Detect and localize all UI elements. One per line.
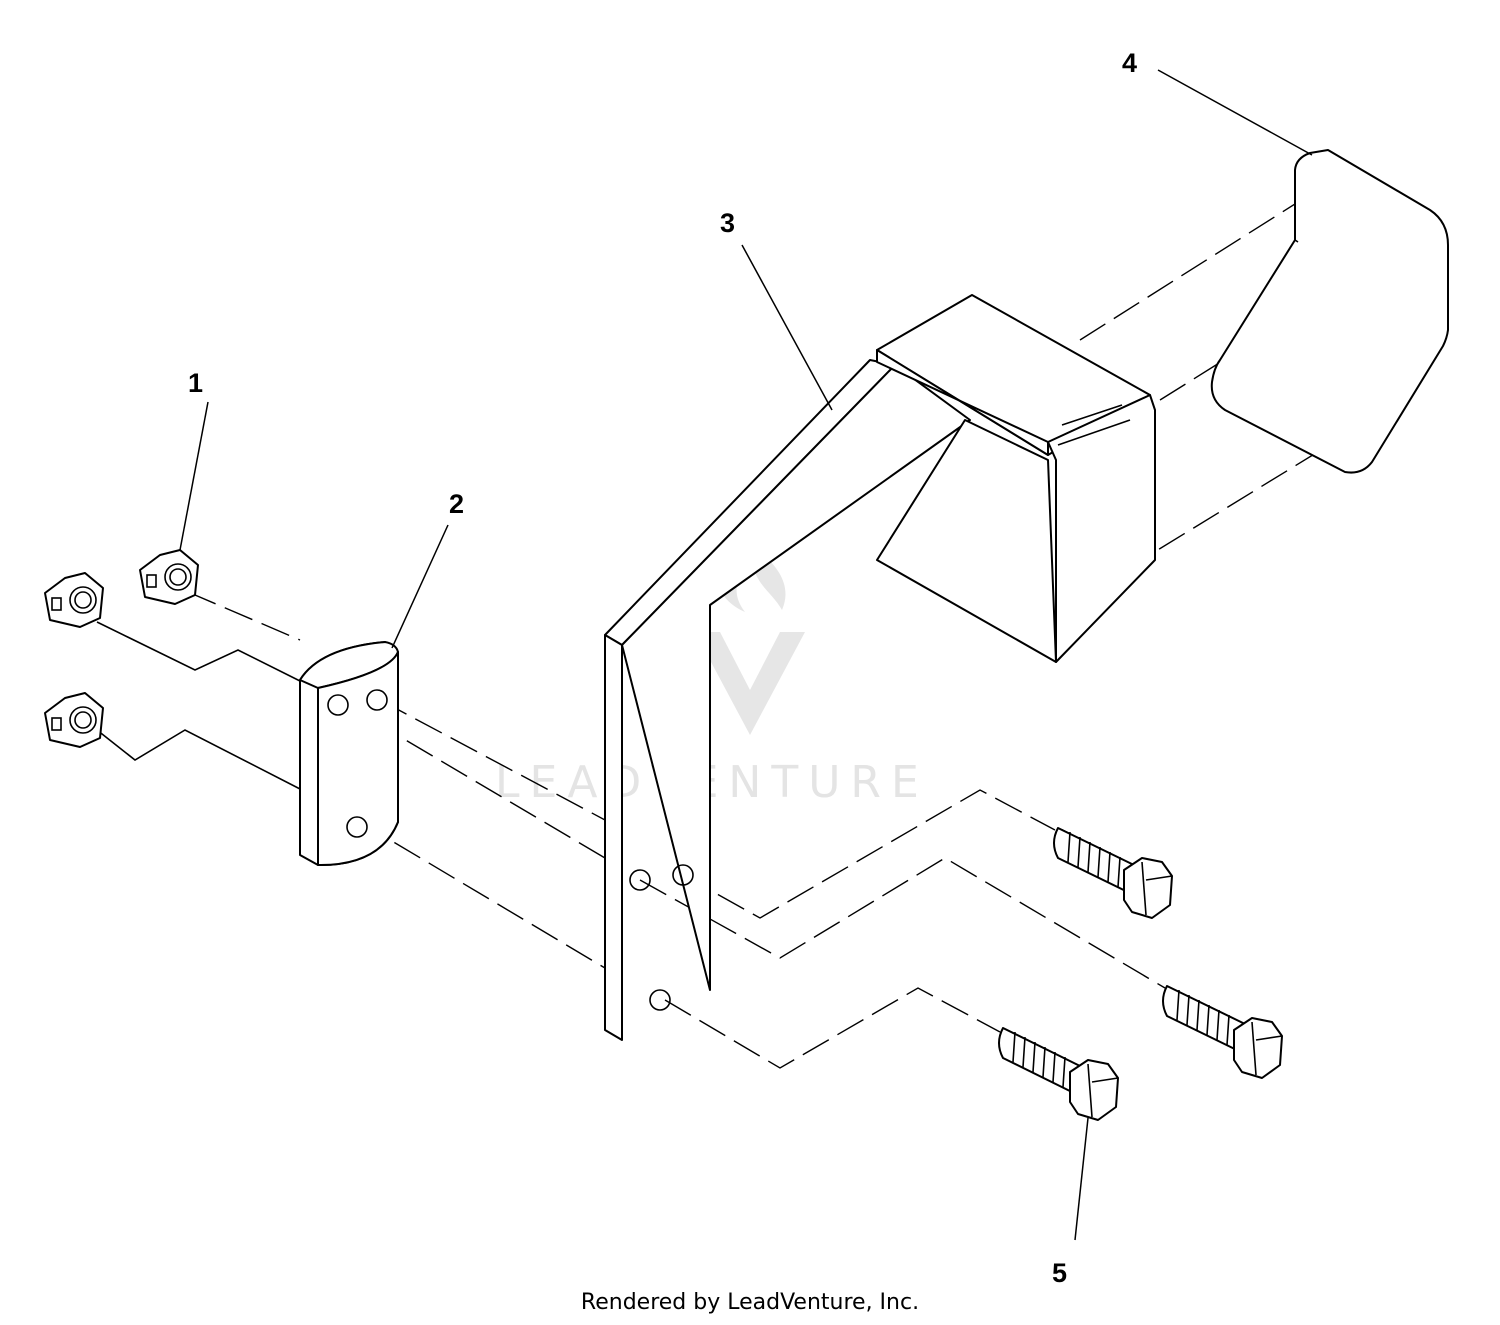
part-bolt [998, 1027, 1119, 1121]
part-bolt [1053, 827, 1173, 919]
part-nut [44, 572, 104, 628]
callout-2: 2 [449, 489, 464, 519]
part-bracket [604, 294, 1156, 1041]
part-cover [1210, 149, 1449, 474]
assembly-lines [96, 184, 1401, 1069]
callout-5: 5 [1052, 1258, 1067, 1288]
callout-4: 4 [1122, 48, 1137, 78]
leader-lines [179, 69, 1313, 1241]
part-nut [139, 549, 199, 605]
part-nut [44, 692, 104, 748]
part-plate [299, 641, 399, 867]
watermark-text: LEADVENTURE [495, 757, 929, 808]
callout-1: 1 [188, 368, 203, 398]
footer-credit: Rendered by LeadVenture, Inc. [580, 1290, 920, 1315]
part-bolt [1162, 985, 1283, 1079]
callout-3: 3 [720, 208, 735, 238]
